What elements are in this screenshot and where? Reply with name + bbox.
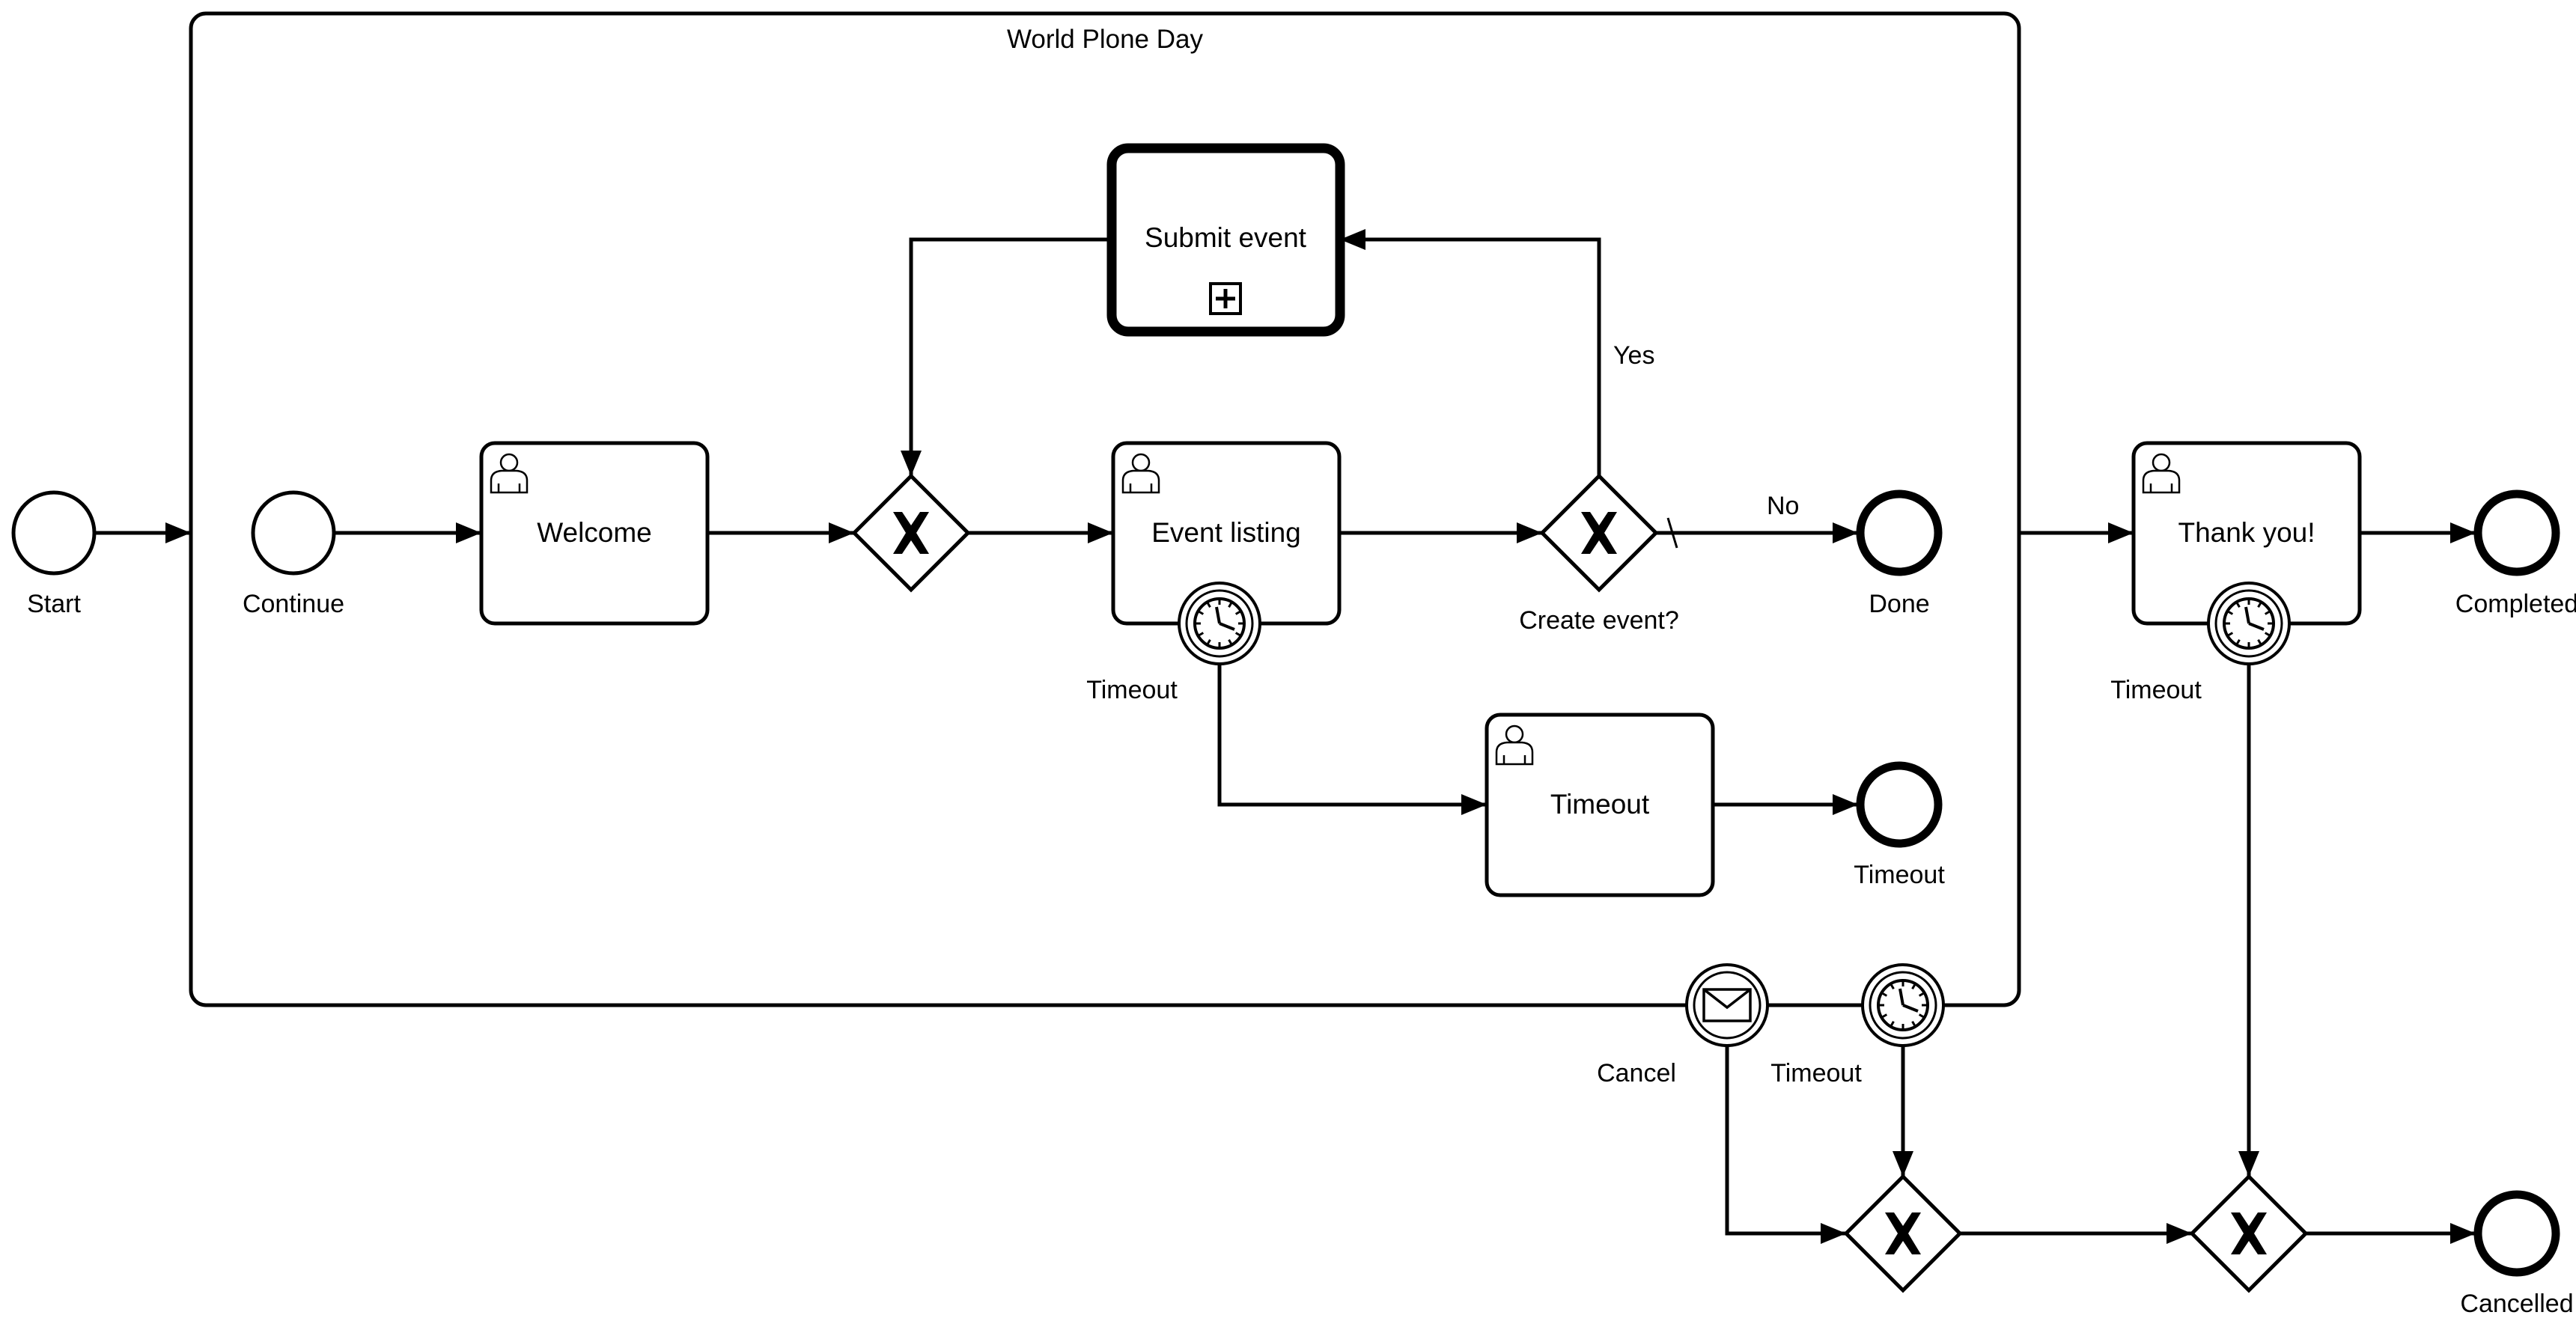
envelope-icon: [1702, 988, 1752, 1022]
timeout-end-event[interactable]: [1856, 761, 1943, 848]
flow-yes-submit: [1340, 229, 1601, 476]
exclusive-gateway-cancel-merge[interactable]: [1846, 1177, 1960, 1290]
start-event-label: Start: [27, 590, 81, 618]
start-event[interactable]: [11, 490, 97, 576]
continue-event-label: Continue: [243, 590, 344, 618]
task-timeout[interactable]: Timeout: [1485, 713, 1715, 897]
completed-end-event[interactable]: [2473, 489, 2560, 576]
task-submit-event[interactable]: Submit event: [1106, 143, 1345, 337]
completed-event-label: Completed: [2455, 590, 2576, 618]
timer-icon[interactable]: [1178, 582, 1261, 665]
flow-label-yes: Yes: [1613, 341, 1654, 370]
task-thank-you-label: Thank you!: [2178, 517, 2315, 548]
continue-start-event[interactable]: [251, 490, 336, 576]
gateway-create-event-label: Create event?: [1519, 606, 1679, 635]
subprocess-title: World Plone Day: [1007, 25, 1203, 54]
message-boundary-event[interactable]: [1685, 963, 1769, 1047]
flow-cancel-gateway: [1725, 1043, 1846, 1244]
flow-timer-timeouttask: [1217, 664, 1487, 815]
task-event-listing-label: Event listing: [1151, 517, 1301, 548]
task-welcome[interactable]: Welcome: [479, 441, 710, 626]
task-event-listing[interactable]: Event listing: [1111, 441, 1342, 626]
cancelled-event-label: Cancelled: [2460, 1290, 2573, 1318]
timeout-end-event-label: Timeout: [1854, 861, 1945, 889]
subprocess-timer-label: Timeout: [1770, 1059, 1862, 1087]
done-event-label: Done: [1869, 590, 1929, 618]
timer-icon[interactable]: [2207, 582, 2291, 665]
cancelled-end-event[interactable]: [2473, 1190, 2560, 1277]
thank-you-timer-label: Timeout: [2110, 676, 2202, 704]
task-submit-event-label: Submit event: [1145, 222, 1307, 253]
collapsed-subprocess-marker-icon[interactable]: [1209, 282, 1242, 315]
flow-label-no: No: [1767, 492, 1799, 520]
exclusive-gateway-cancelled[interactable]: [2192, 1177, 2306, 1290]
task-thank-you[interactable]: Thank you!: [2131, 441, 2362, 626]
event-listing-timer-label: Timeout: [1086, 676, 1178, 704]
cancel-message-label: Cancel: [1597, 1059, 1676, 1087]
task-timeout-label: Timeout: [1550, 789, 1650, 820]
flow-submit-gateway: [901, 237, 1112, 476]
task-welcome-label: Welcome: [537, 517, 652, 548]
done-end-event[interactable]: [1856, 489, 1943, 576]
subprocess-world-plone-day[interactable]: [189, 11, 2021, 1007]
sequence-flows: [95, 229, 2476, 1244]
default-flow-marker: [1666, 517, 1678, 549]
timer-icon[interactable]: [1861, 963, 1945, 1047]
